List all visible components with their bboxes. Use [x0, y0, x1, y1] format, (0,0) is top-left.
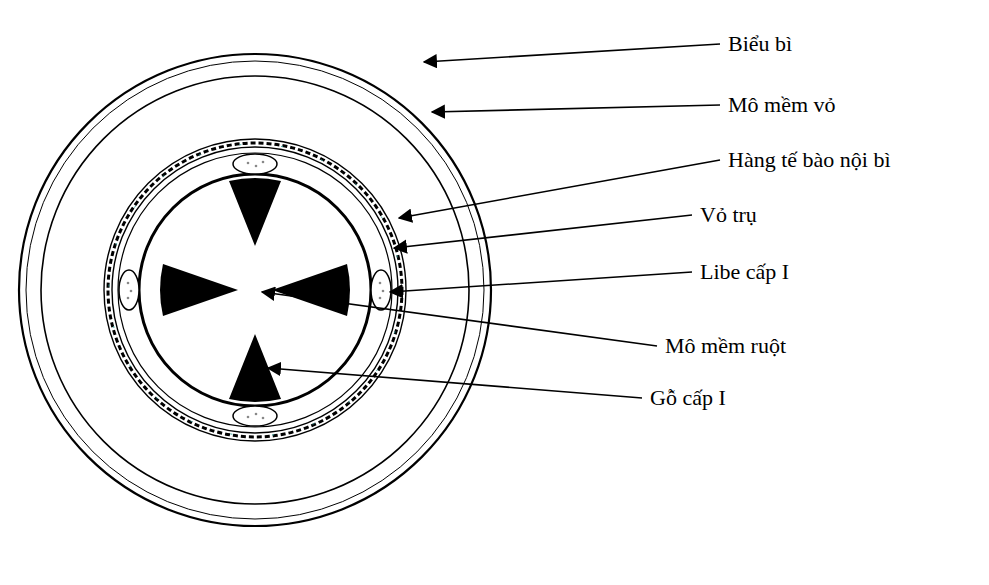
phloem-groups [119, 154, 391, 426]
phloem-dots [127, 161, 385, 420]
endodermis-cells [108, 143, 402, 437]
pericycle-line [118, 153, 392, 427]
xylem-arches [160, 178, 350, 402]
epidermis-label: Biểu bì [728, 31, 792, 57]
leader-lines [262, 44, 720, 398]
cortex-label: Mô mềm vỏ [728, 92, 836, 118]
endodermis-outer [104, 139, 406, 441]
xylem-label: Gỗ cấp I [650, 385, 726, 411]
endodermis-inner [112, 147, 398, 433]
pith-label: Mô mềm ruột [665, 333, 786, 359]
cortex-line [41, 76, 469, 504]
stele-line [139, 174, 371, 406]
phloem-label: Libe cấp I [700, 259, 789, 285]
endodermis-label: Hàng tế bào nội bì [728, 147, 891, 173]
pericycle-label: Vỏ trụ [700, 202, 757, 228]
endodermis-dots [109, 144, 401, 436]
